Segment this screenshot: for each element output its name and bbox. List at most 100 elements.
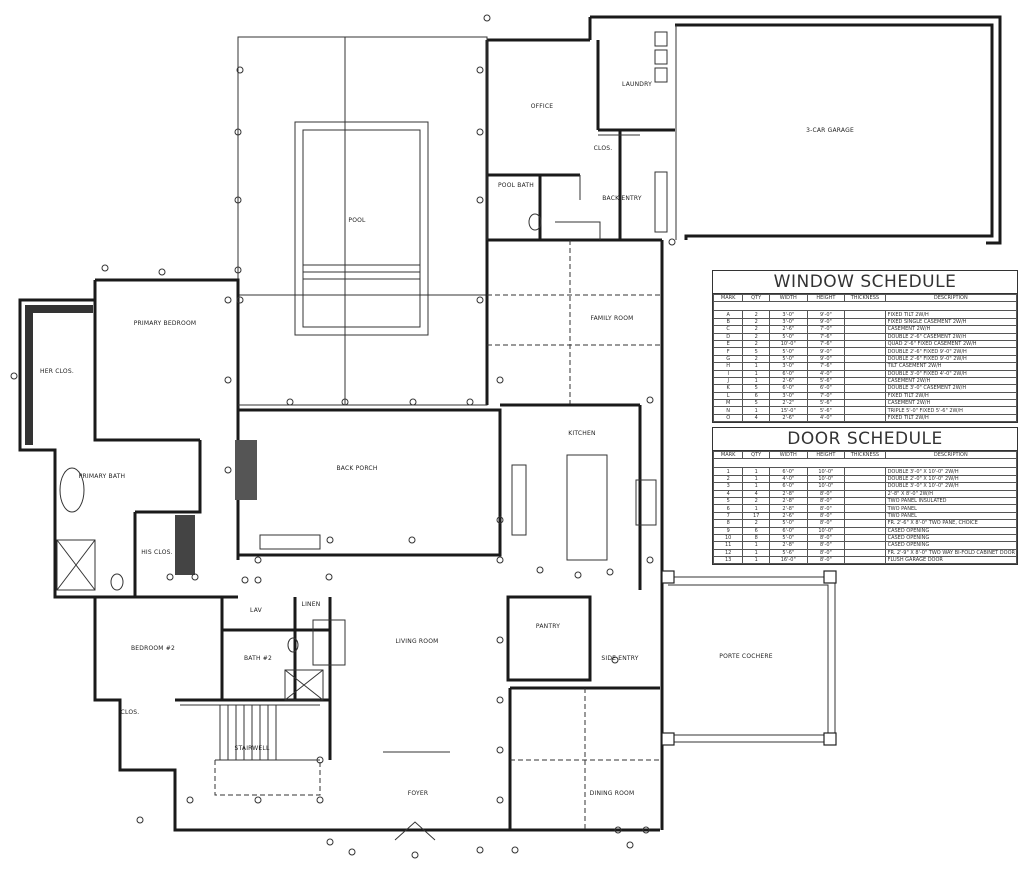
table-cell: TWO PANEL: [884, 504, 1018, 513]
table-cell: 13: [712, 556, 744, 565]
table-cell: 10'-0": [806, 474, 846, 484]
table-cell: 2: [742, 519, 770, 528]
column-marker: [411, 851, 419, 859]
column-marker: [496, 746, 504, 754]
table-cell: 5'-0": [768, 519, 808, 528]
room-label-foyer: FOYER: [408, 790, 428, 797]
table-cell: [844, 317, 886, 327]
table-cell: 3'-0": [768, 310, 808, 319]
column-marker: [646, 396, 654, 404]
table-cell: L: [712, 391, 744, 401]
table-cell: 2: [742, 317, 770, 327]
table-cell: DOUBLE 2'-6" CASEMENT 2W/H: [884, 332, 1018, 341]
table-cell: 9: [712, 526, 744, 535]
column-marker: [234, 266, 242, 274]
table-cell: M: [712, 399, 744, 408]
table-cell: 6: [742, 391, 770, 401]
column-marker: [536, 566, 544, 574]
table-cell: [844, 541, 886, 550]
column-header: HEIGHT: [806, 450, 846, 460]
table-cell: 2'-8" X 8'-0" 2W/H: [884, 489, 1018, 498]
table-cell: 5'-0": [768, 533, 808, 543]
table-cell: 7'-0": [806, 325, 846, 334]
column-marker: [10, 372, 18, 380]
table-cell: [844, 511, 886, 521]
table-cell: TWO PANEL: [884, 511, 1018, 521]
table-cell: 8'-0": [806, 556, 846, 565]
spacer-cell: [713, 458, 1017, 469]
table-cell: D: [712, 332, 744, 341]
column-marker: [186, 796, 194, 804]
table-cell: E: [712, 339, 744, 349]
column-header: MARK: [712, 293, 744, 303]
table-cell: FIXED TILT 2W/H: [884, 310, 1018, 319]
table-cell: 6'-0": [768, 482, 808, 491]
room-label-porte-cochere: PORTE COCHERE: [719, 653, 772, 660]
table-cell: 7'-6": [806, 332, 846, 341]
table-cell: 5'-0": [768, 347, 808, 356]
table-cell: 11: [712, 541, 744, 550]
table-cell: TRIPLE 5'-0" FIXED 5'-6" 2W/H: [884, 406, 1018, 415]
table-cell: FR. 2'-9" X 8'-0" TWO WAY BI-FOLD CABINE…: [884, 548, 1018, 558]
table-cell: H: [712, 362, 744, 371]
table-cell: 10'-0": [768, 339, 808, 349]
table-cell: CASEMENT 2W/H: [884, 376, 1018, 386]
column-marker: [496, 636, 504, 644]
room-label-family-room: FAMILY ROOM: [590, 315, 633, 322]
primary-suite-walls: [18, 278, 240, 599]
spacer-cell: [713, 301, 1017, 312]
room-label-kitchen: KITCHEN: [568, 430, 595, 437]
table-cell: 1: [712, 467, 744, 476]
table-cell: 5'-0": [768, 332, 808, 341]
table-cell: 5: [742, 384, 770, 393]
room-label-pool-bath: POOL BATH: [498, 182, 534, 189]
room-label-office: OFFICE: [531, 103, 554, 110]
table-cell: 9'-0": [806, 354, 846, 364]
table-cell: FLUSH GARAGE DOOR: [884, 556, 1018, 565]
table-cell: DOUBLE 3'-0" X 10'-0" 2W/H: [884, 482, 1018, 491]
table-cell: 10'-0": [806, 467, 846, 476]
table-cell: 1: [742, 369, 770, 378]
table-cell: 12: [712, 548, 744, 558]
table-cell: 1: [742, 548, 770, 558]
column-header: QTY: [742, 450, 770, 460]
column-marker: [286, 398, 294, 406]
column-marker: [511, 846, 519, 854]
table-cell: 2'-8": [768, 489, 808, 498]
column-marker: [496, 376, 504, 384]
column-header: THICKNESS: [844, 450, 886, 460]
table-cell: 8: [742, 533, 770, 543]
column-header: QTY: [742, 293, 770, 303]
table-cell: [844, 332, 886, 341]
table-cell: 1: [742, 541, 770, 550]
table-cell: QUAD 2'-6" FIXED CASEMENT 2W/H: [884, 339, 1018, 349]
table-cell: 5'-6": [806, 399, 846, 408]
room-label-garage: 3-CAR GARAGE: [806, 127, 854, 134]
table-cell: 8'-0": [806, 496, 846, 506]
table-cell: 3: [712, 482, 744, 491]
room-label-linen: LINEN: [302, 601, 321, 608]
column-marker: [254, 556, 262, 564]
table-cell: [844, 556, 886, 565]
table-cell: 6'-0": [768, 526, 808, 535]
table-cell: 8: [712, 519, 744, 528]
table-cell: DOUBLE 3'-0" FIXED 4'-0" 2W/H: [884, 369, 1018, 378]
table-cell: [844, 474, 886, 484]
back-porch-walls: [235, 404, 502, 557]
table-cell: 8'-0": [806, 504, 846, 513]
table-cell: 5: [742, 399, 770, 408]
kitchen-walls: [500, 403, 657, 590]
table-cell: FIXED SINGLE CASEMENT 2W/H: [884, 317, 1018, 327]
table-cell: [844, 399, 886, 408]
column-marker: [476, 846, 484, 854]
column-marker: [158, 268, 166, 276]
living-dining-walls: [383, 595, 660, 841]
table-cell: CASED OPENING: [884, 526, 1018, 535]
